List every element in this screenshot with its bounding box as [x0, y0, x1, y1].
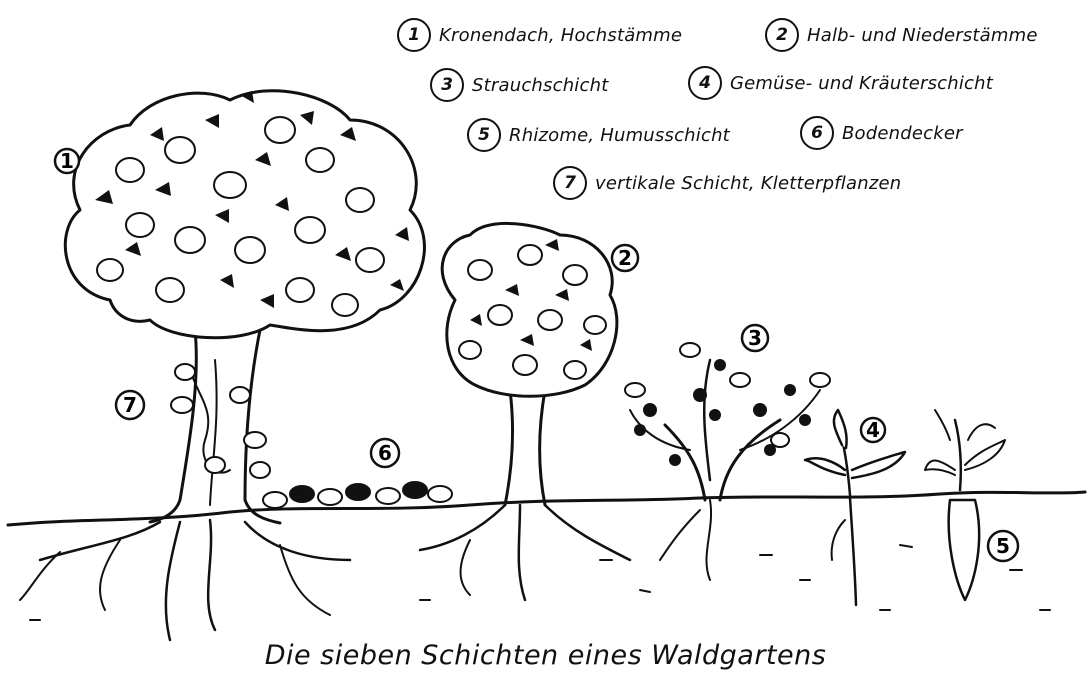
marker-7: 7: [116, 391, 144, 419]
svg-text:5: 5: [996, 534, 1010, 558]
rhizome-plant: [925, 410, 1005, 600]
legend-item-3: 3 Strauchschicht: [430, 68, 608, 102]
legend-item-5: 5 Rhizome, Humusschicht: [467, 118, 730, 152]
svg-text:2: 2: [618, 246, 632, 270]
ground-cover: [263, 482, 452, 508]
svg-text:7: 7: [123, 393, 137, 417]
legend-item-2: 2 Halb- und Niederstämme: [765, 18, 1038, 52]
legend-label-3: Strauchschicht: [472, 75, 608, 96]
legend-label-5: Rhizome, Humusschicht: [509, 125, 730, 146]
legend-number-5: 5: [467, 118, 501, 152]
legend-label-1: Kronendach, Hochstämme: [439, 25, 682, 46]
legend-number-4: 4: [688, 66, 722, 100]
legend-label-4: Gemüse- und Kräuterschicht: [730, 73, 993, 94]
svg-text:1: 1: [60, 149, 74, 173]
marker-4: 4: [861, 418, 885, 442]
legend-item-6: 6 Bodendecker: [800, 116, 963, 150]
legend-label-6: Bodendecker: [842, 123, 963, 144]
legend-number-2: 2: [765, 18, 799, 52]
canopy-tree: [20, 91, 424, 640]
legend-item-1: 1 Kronendach, Hochstämme: [397, 18, 682, 52]
marker-3: 3: [742, 325, 768, 351]
legend-number-3: 3: [430, 68, 464, 102]
svg-text:4: 4: [866, 418, 880, 442]
legend-number-1: 1: [397, 18, 431, 52]
legend-item-7: 7 vertikale Schicht, Kletterpflanzen: [553, 166, 901, 200]
half-standard-tree: [420, 223, 630, 600]
marker-1: 1: [55, 149, 79, 173]
legend-number-6: 6: [800, 116, 834, 150]
marker-6: 6: [371, 439, 399, 467]
marker-2: 2: [612, 245, 638, 271]
legend-label-7: vertikale Schicht, Kletterpflanzen: [595, 173, 901, 194]
herb-plant: [805, 410, 905, 605]
svg-text:3: 3: [748, 326, 762, 350]
diagram-caption: Die sieben Schichten eines Waldgartens: [0, 640, 1091, 671]
legend-number-7: 7: [553, 166, 587, 200]
ground-line: [8, 492, 1085, 525]
shrub: [625, 343, 830, 580]
marker-5: 5: [988, 531, 1018, 561]
legend-label-2: Halb- und Niederstämme: [807, 25, 1038, 46]
legend-item-4: 4 Gemüse- und Kräuterschicht: [688, 66, 993, 100]
soil-marks: [30, 545, 1050, 620]
svg-text:6: 6: [378, 441, 392, 465]
